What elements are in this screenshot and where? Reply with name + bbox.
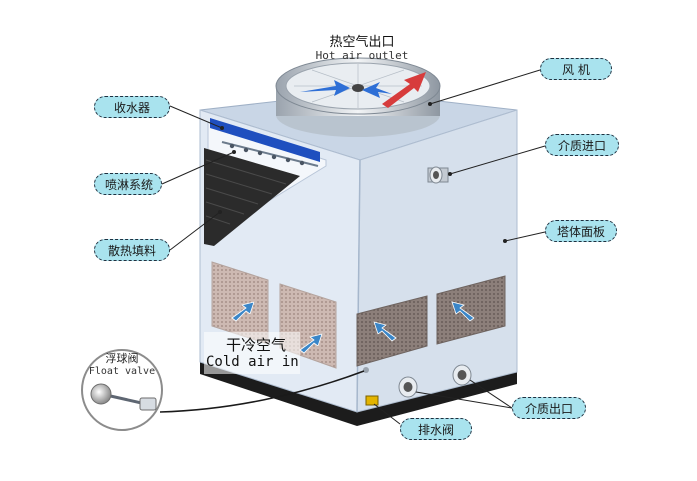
callout-fill: 散热填料 [94, 239, 170, 261]
air-in-arrows [231, 301, 475, 354]
callout-drain-valve: 排水阀 [400, 418, 472, 440]
fill-media [204, 148, 300, 246]
float-valve-icon [90, 383, 157, 411]
callout-medium-outlet: 介质出口 [512, 397, 586, 419]
dry-air-label-en: Cold air in [206, 354, 299, 370]
float-valve-label-en: Float valve [89, 366, 155, 377]
leader-outlet-1 [415, 391, 513, 409]
leader-spray-system [161, 151, 235, 185]
callout-spray-system: 喷淋系统 [94, 173, 162, 195]
leader-drain-valve [373, 403, 401, 425]
leader-fill [169, 211, 221, 251]
leader-water-collector [169, 105, 223, 129]
hot-air-outlet-label: 热空气出口 [329, 34, 394, 50]
outlet-pipe-icon [398, 364, 472, 398]
hot-air-outlet-label-en: Hot air outlet [316, 49, 409, 62]
water-collector [210, 118, 320, 162]
fan-icon [275, 57, 441, 137]
leader-fan [429, 69, 541, 105]
callout-medium-inlet: 介质进口 [545, 134, 619, 156]
leader-medium-inlet [449, 145, 546, 175]
inlet-pipe-icon [427, 166, 449, 184]
dry-air-label: 干冷空气 [226, 336, 286, 354]
callout-tower-panel: 塔体面板 [545, 220, 617, 242]
intake-grille-side-left [356, 295, 428, 367]
drain-valve-icon [365, 395, 379, 406]
spray-nozzles [229, 143, 305, 166]
tower-base [200, 362, 517, 426]
tower-side-face [356, 109, 518, 413]
callout-fan: 风 机 [540, 58, 612, 80]
leader-outlet-2 [469, 379, 513, 409]
intake-grille-side-right [436, 275, 506, 345]
leader-tower-panel [504, 231, 546, 242]
callout-water-collector: 收水器 [94, 96, 170, 118]
float-valve-label: 浮球阀 [106, 351, 139, 365]
